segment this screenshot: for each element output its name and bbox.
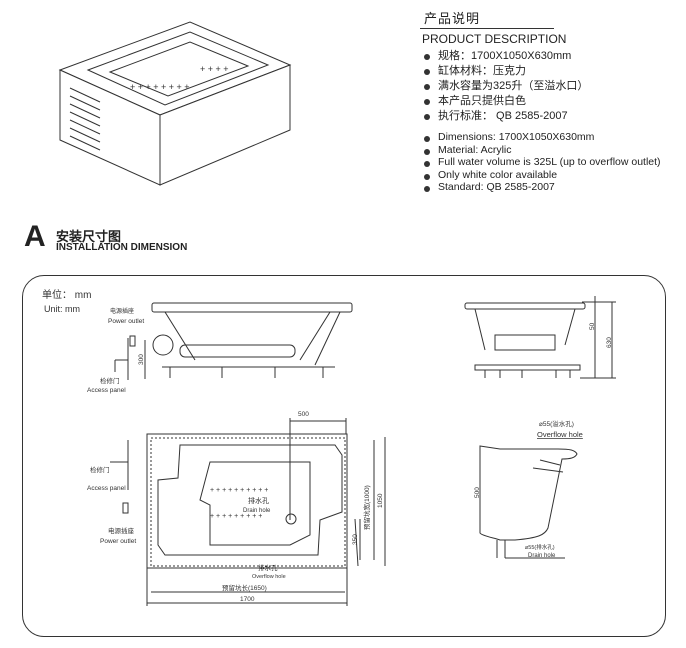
spec-item: Full water volume is 325L (up to overflo…: [420, 156, 680, 169]
section-view: [479, 445, 578, 559]
power-outlet-label-cn: 电源插座: [110, 307, 134, 315]
section-drain-en: Drain hole: [528, 553, 556, 559]
power-outlet-label-en: Power outlet: [100, 538, 136, 545]
jet-holes-row: + + + + + + + + +: [210, 513, 262, 520]
spec-item: Only white color available: [420, 169, 680, 182]
svg-text:+ + + +: + + + +: [200, 64, 229, 74]
section-overflow-en: Overflow hole: [537, 430, 583, 439]
dim-50: 50: [589, 322, 596, 330]
dim-1050: 1050: [377, 493, 384, 508]
product-description: 产品说明 PRODUCT DESCRIPTION 规格：1700X1050X63…: [420, 8, 680, 194]
spec-item: Standard: QB 2585-2007: [420, 181, 680, 194]
front-elevation: [114, 302, 353, 380]
spec-list-en: Dimensions: 1700X1050X630mm Material: Ac…: [420, 131, 680, 194]
spec-item: 执行标准： QB 2585-2007: [420, 109, 680, 124]
description-title-en: PRODUCT DESCRIPTION: [422, 32, 567, 46]
power-outlet-label-cn: 电源插座: [108, 526, 135, 535]
description-title-cn: 产品说明: [420, 8, 554, 29]
section-letter: A: [24, 220, 46, 253]
spec-item: 缸体材料：压克力: [420, 64, 680, 79]
unit-cn: 单位： mm: [42, 288, 91, 301]
section-title-cn: 安装尺寸图: [56, 229, 122, 244]
tub-3d-illustration: + + + + + + + + + + + +: [58, 21, 292, 186]
dim-500: 500: [298, 411, 309, 418]
dim-630: 630: [606, 337, 613, 348]
svg-text:+ + + + + + + +: + + + + + + + +: [130, 82, 190, 92]
spec-list-cn: 规格：1700X1050X630mm 缸体材料：压克力 满水容量为325升（至溢…: [420, 49, 680, 124]
drain-label-cn: 排水孔: [248, 496, 269, 505]
access-panel-label-cn: 检修门: [100, 376, 120, 385]
overflow-label-en: Overflow hole: [252, 574, 286, 580]
spec-item: Material: Acrylic: [420, 144, 680, 157]
unit-en: Unit: mm: [44, 304, 80, 314]
access-panel-label-cn: 检修门: [90, 465, 110, 474]
section-overflow-cn: ⌀55(溢水孔): [539, 419, 574, 428]
spec-item: 本产品只提供白色: [420, 94, 680, 109]
section-title-en: INSTALLATION DIMENSION: [56, 242, 188, 253]
jet-holes-row: + + + + + + + + + +: [210, 487, 268, 494]
spec-item: 规格：1700X1050X630mm: [420, 49, 680, 64]
pit-length: 预留坑长(1650): [222, 583, 267, 592]
drain-label-en: Drain hole: [243, 508, 271, 514]
plan-view: [110, 418, 386, 606]
side-elevation: [464, 296, 616, 379]
access-panel-label-en: Access panel: [87, 387, 126, 394]
section-drain-cn: ⌀55(排水孔): [525, 543, 555, 551]
power-outlet-label-en: Power outlet: [108, 318, 144, 325]
pit-width: 预留坑宽(1000): [362, 485, 371, 530]
dim-350: 350: [352, 534, 359, 545]
spec-item: 满水容量为325升（至溢水口）: [420, 79, 680, 94]
dimension-frame: [22, 275, 666, 637]
dim-1700: 1700: [240, 596, 255, 603]
dim-300: 300: [138, 354, 145, 365]
spec-item: Dimensions: 1700X1050X630mm: [420, 131, 680, 144]
overflow-label-cn: 排水孔: [258, 563, 278, 572]
section-dim-500: 500: [474, 487, 481, 498]
access-panel-label-en: Access panel: [87, 485, 126, 492]
